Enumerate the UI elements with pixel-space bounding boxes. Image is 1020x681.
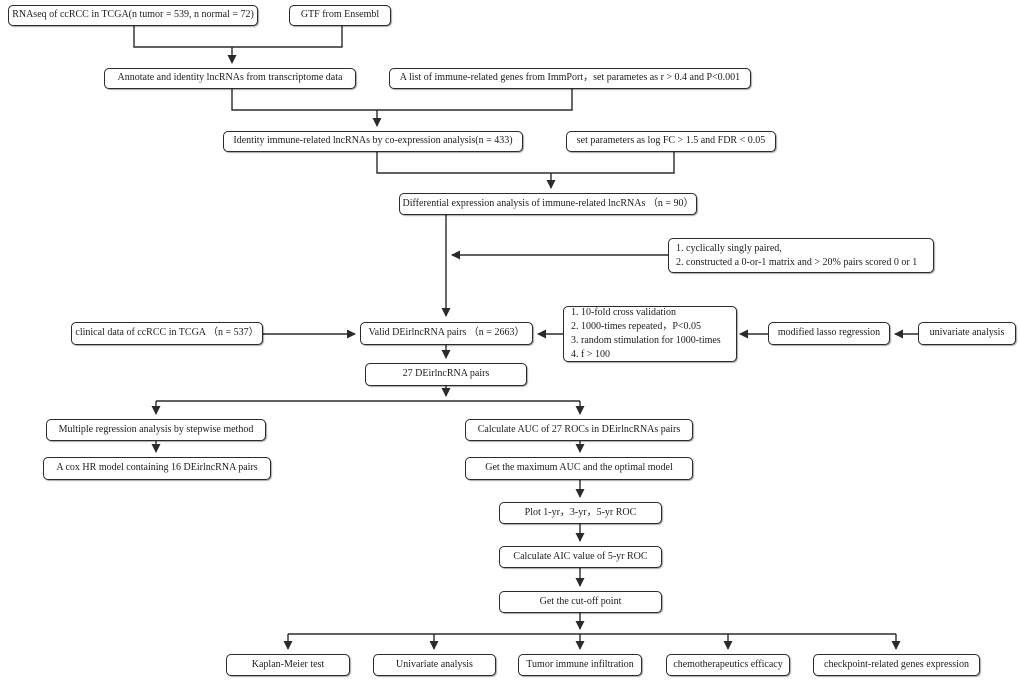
node-immune-infiltration: Tumor immune infiltration (518, 654, 642, 676)
arrow-lines (151, 47, 918, 650)
node-immport-genes: A list of immune-related genes from ImmP… (389, 68, 751, 89)
junction-lines (133, 26, 896, 635)
node-27-pairs: 27 DEirlncRNA pairs (365, 363, 527, 386)
node-calc-aic: Calculate AIC value of 5-yr ROC (499, 546, 662, 568)
node-deg-params: set parameters as log FC > 1.5 and FDR <… (566, 131, 776, 152)
node-identity-irlncrna: Identity immune-related lncRNAs by co-ex… (223, 131, 523, 152)
node-valid-pairs: Valid DEirlncRNA pairs （n = 2663） (360, 322, 533, 345)
node-annotate-lncrna: Annotate and identity lncRNAs from trans… (104, 68, 356, 89)
node-checkpoint-genes: checkpoint-related genes expression (813, 654, 980, 676)
node-max-auc: Get the maximum AUC and the optimal mode… (465, 457, 693, 480)
node-modified-lasso: modified lasso regression (768, 322, 890, 345)
node-diff-expression: Differential expression analysis of immu… (399, 193, 697, 215)
node-univariate-analysis-bottom: Univariate analysis (373, 654, 496, 676)
node-calc-auc: Calculate AUC of 27 ROCs in DEirlncRNAs … (465, 419, 693, 441)
node-stepwise-regression: Multiple regression analysis by stepwise… (46, 419, 266, 441)
node-gtf-ensembl: GTF from Ensembl (289, 5, 391, 26)
node-pairing-rules: 1. cyclically singly paired, 2. construc… (668, 238, 934, 273)
node-cutoff-point: Get the cut-off point (499, 591, 662, 613)
node-chemo-efficacy: chemotherapeutics efficacy (666, 654, 790, 676)
node-cox-model: A cox HR model containing 16 DEirlncRNA … (43, 457, 271, 480)
node-plot-roc: Plot 1-yr，3-yr，5-yr ROC (499, 502, 662, 524)
node-clinical-data: clinical data of ccRCC in TCGA （n = 537） (71, 322, 263, 345)
node-lasso-rules: 1. 10-fold cross validation 2. 1000-time… (563, 306, 737, 362)
node-rnaseq-tcga: RNAseq of ccRCC in TCGA(n tumor = 539, n… (8, 5, 258, 26)
node-kaplan-meier: Kaplan-Meier test (226, 654, 350, 676)
node-univariate-analysis-mid: univariate analysis (918, 322, 1016, 345)
